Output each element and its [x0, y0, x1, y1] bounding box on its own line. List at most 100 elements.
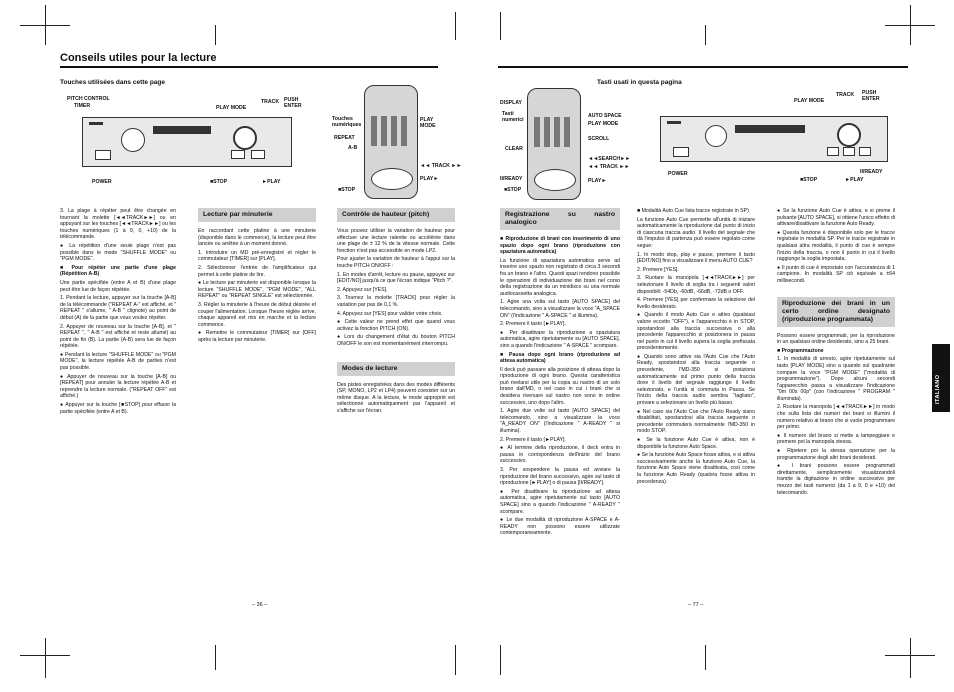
md-deck-front-panel: [660, 116, 888, 162]
label-play-mode-remote: PLAY MODE: [420, 117, 436, 129]
paragraph: 3. Tournez la molette [TRACK] pour régle…: [337, 295, 455, 308]
paragraph: ● Ripetere poi la stessa operazione per …: [777, 448, 895, 461]
remote-transport-keys: [371, 168, 413, 190]
paragraph: 3. La plage à répéter peut être changée …: [60, 208, 176, 241]
paragraph: ● Al termine della riproduzione, il deck…: [500, 445, 620, 465]
label-stop: ■STOP: [210, 179, 228, 185]
play-key: [251, 150, 265, 159]
crop-mark: [705, 645, 706, 670]
crop-mark: [500, 12, 501, 40]
label-power: POWER: [668, 171, 688, 177]
paragraph: ● Nel caso sia l'Auto Cue che l'Auto Rea…: [637, 408, 755, 435]
crop-mark: [45, 638, 46, 678]
section-title: Conseils utiles pour la lecture: [60, 52, 217, 64]
label-ready: II/READY: [500, 176, 523, 182]
title-rule: [498, 66, 908, 68]
crop-mark: [500, 645, 501, 675]
label-clear: CLEAR: [505, 146, 523, 152]
paragraph: 1. Agire una volta sul tasto [AUTO SPACE…: [500, 299, 620, 319]
paragraph: 2. Premere il tasto [►PLAY].: [500, 321, 566, 328]
crop-mark: [455, 645, 456, 675]
track-jog-dial: [233, 126, 257, 150]
paragraph: ● Lors du changement d'état du bouton PI…: [337, 334, 455, 347]
paragraph: ● Appuyer de nouveau sur la touche [A-B]…: [60, 373, 176, 400]
paragraph: ● Cette valeur ne prend effet que quand …: [337, 319, 455, 332]
section-heading: Modes de lecture: [337, 361, 455, 376]
stop-key: [231, 150, 245, 159]
paragraph: ● Le lecture par minuterie est disponibl…: [198, 280, 316, 300]
paragraph: 2. Appuyer de nouveau sur la touche [A-B…: [60, 323, 176, 350]
paragraph: 3. Per sospendere la pausa ed avviare la…: [500, 467, 620, 487]
paragraph: ● Questa funzione è disponibile solo per…: [777, 229, 895, 263]
paragraph: ● I brani possono essere programmati dir…: [777, 463, 895, 496]
remote-control: [527, 88, 581, 200]
label-track-remote: ◄◄ TRACK ►►: [588, 164, 630, 170]
paragraph: ● Remettre le commutateur [TIMER] sur [O…: [198, 330, 316, 343]
paragraph: ● Se la funzione Auto Cue è attiva, non …: [637, 437, 755, 450]
label-stop-remote: ■STOP: [504, 187, 522, 193]
label-tasti-numerici: Tasti numerici: [502, 111, 524, 123]
paragraph: 2. Premere [YES].: [637, 266, 679, 273]
paragraph: Vous pouvez utiliser la variation de hau…: [337, 228, 455, 254]
paragraph: ● Per disattivare la riproduzione a spaz…: [500, 329, 620, 349]
numeric-keypad: [371, 116, 411, 146]
crop-mark: [45, 5, 46, 45]
paragraph: 4. Appuyez sur [YES] pour valider votre …: [337, 310, 443, 317]
remote-control: [364, 85, 418, 199]
label-play-mode: PLAY MODE: [216, 105, 247, 111]
subheading: ■ Pour répéter une partie d'une plage (R…: [60, 264, 176, 278]
label-play-mode: PLAY MODE: [794, 98, 825, 104]
power-switch: [95, 150, 111, 160]
paragraph: Pour ajuster la variation de hauteur à l…: [337, 256, 455, 269]
paragraph: Il deck può passare alla posizione di at…: [500, 366, 620, 406]
stop-key: [827, 147, 839, 156]
power-switch: [673, 147, 689, 157]
label-ready: II/READY: [860, 169, 883, 175]
subheading: ■ Riproduzione di brani con inserimento …: [500, 236, 620, 256]
numeric-keypad: [534, 117, 574, 147]
section-heading: Lecture par minuterie: [198, 208, 316, 222]
paragraph: 1. In modo stop, play e pause, premere i…: [637, 251, 755, 265]
paragraph: 4. Premere [YES] per confermare la selez…: [637, 297, 755, 310]
paragraph: 1. Agire due volte sul tasto [AUTO SPACE…: [500, 408, 620, 435]
paragraph: 2. Ruotare la manopola [◄◄TRACK►►] in mo…: [777, 404, 895, 431]
label-repeat: REPEAT: [334, 135, 355, 141]
paragraph: La funzione di spaziatura automatica ser…: [500, 257, 620, 297]
language-side-tab: ITALIANO: [932, 344, 950, 412]
paragraph: 3. Régler la minuterie à l'heure de débu…: [198, 301, 316, 328]
label-display: DISPLAY: [500, 100, 523, 106]
paragraph: 1. In modalità di arresto, agire ripetut…: [777, 356, 895, 402]
label-play-remote: PLAY►: [420, 176, 439, 182]
paragraph: ● Quando il modo Auto Cue e attivo (qual…: [637, 312, 755, 352]
paragraph: 1. Introduire un MD pré-enregistré et ré…: [198, 249, 316, 263]
paragraph: ● La répétition d'une seule plage n'est …: [60, 242, 176, 263]
label-search: ◄◄SEARCH►►: [588, 156, 631, 162]
crop-mark: [910, 5, 911, 45]
label-track: TRACK: [836, 92, 855, 98]
label-auto-space: AUTO SPACE: [588, 113, 622, 119]
section-heading: Contrôle de hauteur (pitch): [337, 208, 455, 222]
crop-mark: [215, 645, 216, 670]
page-number: – 36 –: [252, 602, 268, 608]
paragraph: La funzione Auto Cue permette all'unità …: [637, 216, 755, 249]
text-column: Contrôle de hauteur (pitch) Vous pouvez …: [337, 208, 455, 416]
label-stop: ■STOP: [800, 177, 818, 183]
crop-mark: [910, 638, 911, 678]
label-play-mode-remote: PLAY MODE: [588, 121, 619, 127]
track-jog-dial: [837, 123, 861, 147]
label-touches-numeriques: Touches numériques: [332, 116, 362, 128]
headphone-knob: [121, 128, 145, 152]
paragraph: 2. Sélectionner l'entrée de l'amplificat…: [198, 264, 316, 278]
label-track-remote: ◄◄ TRACK ►►: [420, 163, 462, 169]
paragraph: 1. Pendant la lecture, appuyer sur la to…: [60, 295, 176, 321]
label-scroll: SCROLL: [588, 136, 610, 142]
text-column: Lecture par minuterie En raccordant cett…: [198, 208, 316, 346]
disc-slot: [735, 125, 805, 133]
paragraph: Une partie spécifiée (entre A et B) d'un…: [60, 279, 176, 293]
label-power: POWER: [92, 179, 112, 185]
figure-caption: Tasti usati in questa pagina: [597, 79, 682, 86]
subheading: ■ Pausa dopo ogni brano (riproduzione ad…: [500, 351, 620, 365]
paragraph: 2. Premere il tasto [►PLAY].: [500, 436, 566, 443]
paragraph: ● Se la funzione Auto Space fosse attiva…: [637, 452, 755, 485]
paragraph: ● Per disattivare la riproduzione ad att…: [500, 488, 620, 515]
